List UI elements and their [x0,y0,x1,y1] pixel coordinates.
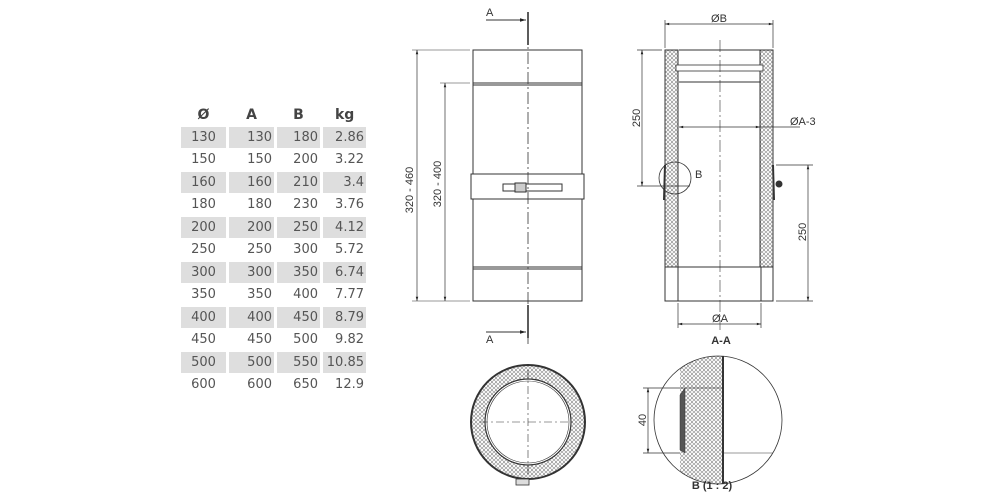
detail-title: B (1 : 2) [692,480,733,492]
cell-a: 130 [229,127,274,148]
cell-a: 180 [247,197,272,213]
dim-pipe-diameter-label: ØA [712,313,729,325]
table-row: 180 180 230 3.76 [181,195,366,216]
cell-diameter: 350 [191,287,216,303]
cell-diameter: 180 [191,197,216,213]
detail-circle-b [658,161,692,195]
cell-b: 200 [293,152,318,168]
detail-view-b [643,355,783,485]
cell-kg: 8.79 [323,307,366,328]
table-row: 350 350 400 7.77 [181,285,366,306]
cell-diameter: 130 [181,127,226,148]
cell-a: 350 [247,287,272,303]
dim-lower-label: 250 [797,223,809,241]
cell-a: 200 [229,217,274,238]
header-kg: kg [335,107,355,123]
section-mark-top: A [486,7,494,19]
cell-b: 500 [293,332,318,348]
cell-b: 300 [293,242,318,258]
cell-b: 210 [277,172,320,193]
cell-diameter: 160 [181,172,226,193]
cell-kg: 4.12 [323,217,366,238]
cell-kg: 9.82 [335,332,364,348]
cell-diameter: 200 [181,217,226,238]
cell-kg: 2.86 [323,127,366,148]
cell-b: 250 [277,217,320,238]
cell-a: 150 [247,152,272,168]
table-row: 600 600 650 12.9 [181,375,366,396]
cell-b: 350 [277,262,320,283]
cell-kg: 5.72 [335,242,364,258]
dim-upper-label: 250 [631,109,643,127]
side-view [412,12,585,345]
cell-a: 250 [247,242,272,258]
section-view [637,20,813,330]
cell-b: 180 [277,127,320,148]
cell-kg: 12.9 [335,377,364,393]
cell-diameter: 150 [191,152,216,168]
cell-b: 400 [293,287,318,303]
cell-a: 300 [229,262,274,283]
cell-kg: 6.74 [323,262,366,283]
header-a: A [246,107,257,123]
cell-kg: 10.85 [323,352,366,373]
dim-outer-diameter-label: ØB [711,13,727,25]
table-header-row: Ø A B kg [181,105,366,125]
cell-b: 230 [293,197,318,213]
plan-view [470,364,586,486]
cell-b: 650 [293,377,318,393]
cell-b: 550 [277,352,320,373]
clamp-band [470,173,585,200]
cell-kg: 3.76 [335,197,364,213]
cell-kg: 3.22 [335,152,364,168]
cell-diameter: 300 [181,262,226,283]
cell-a: 400 [229,307,274,328]
header-diameter: Ø [197,107,210,123]
cell-kg: 3.4 [323,172,366,193]
clamp-latch [502,183,563,192]
cell-diameter: 400 [181,307,226,328]
table-row: 150 150 200 3.22 [181,150,366,171]
cell-b: 450 [277,307,320,328]
cell-diameter: 500 [181,352,226,373]
cell-diameter: 450 [191,332,216,348]
table-row: 450 450 500 9.82 [181,330,366,351]
header-b: B [293,107,304,123]
table-row: 250 250 300 5.72 [181,240,366,261]
dim-inner-diameter-label: ØA-3 [790,116,816,128]
dim-inner-label: 320 - 400 [432,161,444,207]
cell-a: 600 [247,377,272,393]
section-mark-bottom: A [486,334,494,346]
dim-total-label: 320 - 460 [404,167,416,213]
cell-a: 160 [229,172,274,193]
cell-a: 450 [247,332,272,348]
detail-dim-label: 40 [637,414,649,426]
detail-mark-label: B [695,169,702,181]
cell-diameter: 600 [191,377,216,393]
cell-kg: 7.77 [335,287,364,303]
section-title: A-A [711,335,731,347]
cell-a: 500 [229,352,274,373]
cell-diameter: 250 [191,242,216,258]
